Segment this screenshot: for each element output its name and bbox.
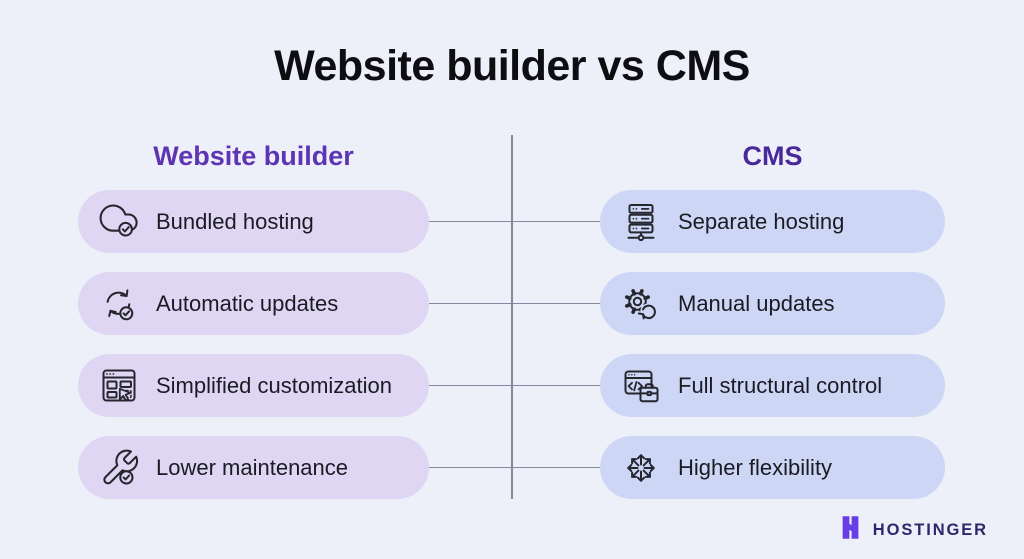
hostinger-logo: HOSTINGER	[837, 514, 988, 546]
server-network-icon	[617, 198, 665, 246]
sync-check-icon	[95, 280, 143, 328]
comparison-row: Simplified customization Full structural …	[0, 354, 1024, 417]
pill-manual-updates: Manual updates	[600, 272, 945, 335]
pill-label: Separate hosting	[678, 208, 845, 234]
pill-label: Lower maintenance	[156, 454, 349, 480]
comparison-row: Automatic updates Manual updates	[0, 272, 1024, 335]
pill-label: Bundled hosting	[156, 208, 314, 234]
column-header-cms: CMS	[742, 141, 803, 171]
pill-bundled-hosting: Bundled hosting	[78, 190, 429, 253]
connector-line	[429, 467, 600, 468]
pill-label: Simplified customization	[156, 372, 392, 398]
wrench-check-icon	[95, 444, 143, 492]
hostinger-h-logo-icon	[837, 514, 864, 546]
pill-separate-hosting: Separate hosting	[600, 190, 945, 253]
column-header-website-builder: Website builder	[153, 141, 354, 171]
hostinger-wordmark: HOSTINGER	[872, 520, 988, 539]
layout-cursor-icon	[95, 362, 143, 410]
expand-arrows-icon	[617, 444, 665, 492]
cloud-check-icon	[95, 198, 143, 246]
column-divider-line	[511, 135, 513, 499]
pill-label: Full structural control	[678, 372, 883, 398]
pill-label: Manual updates	[678, 290, 835, 316]
connector-line	[429, 221, 600, 222]
pill-lower-maintenance: Lower maintenance	[78, 436, 429, 499]
connector-line	[429, 303, 600, 304]
pill-label: Higher flexibility	[678, 454, 833, 480]
code-briefcase-icon	[617, 362, 665, 410]
pill-automatic-updates: Automatic updates	[78, 272, 429, 335]
connector-line	[429, 385, 600, 386]
pill-full-structural-control: Full structural control	[600, 354, 945, 417]
gear-sync-icon	[617, 280, 665, 328]
pill-simplified-customization: Simplified customization	[78, 354, 429, 417]
pill-label: Automatic updates	[156, 290, 339, 316]
pill-higher-flexibility: Higher flexibility	[600, 436, 945, 499]
comparison-row: Bundled hosting Separate hosting	[0, 190, 1024, 253]
page-title: Website builder vs CMS	[274, 42, 750, 90]
comparison-row: Lower maintenance Higher flexibility	[0, 436, 1024, 499]
